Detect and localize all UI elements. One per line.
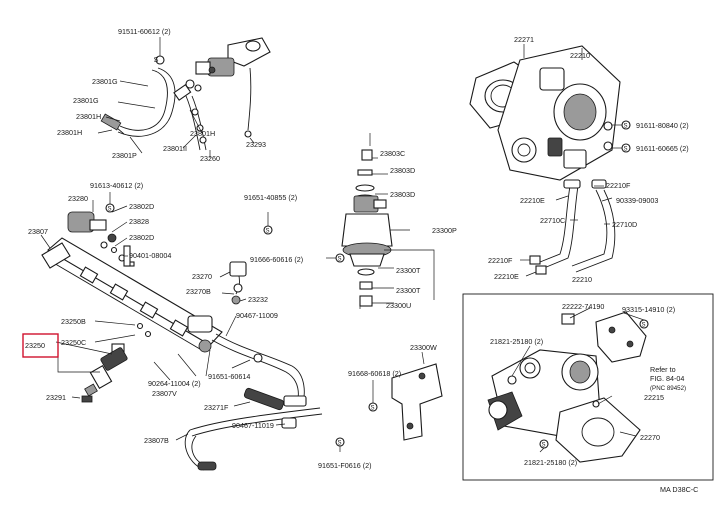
label-23293: 23293: [246, 140, 266, 149]
label-23803c: 23803C: [380, 149, 405, 158]
label-23232: 23232: [248, 295, 268, 304]
svg-text:S: S: [154, 55, 159, 64]
label-23803d-a: 23803D: [390, 166, 415, 175]
label-23300u: 23300U: [386, 301, 411, 310]
label-23250: 23250: [25, 341, 45, 350]
label-23807: 23807: [28, 227, 48, 236]
label-23801h-a: 23801H: [76, 112, 101, 121]
label-91611-60665: 91611-60665 (2): [636, 144, 689, 153]
label-22270: 22270: [640, 433, 660, 442]
label-23803d-b: 23803D: [390, 190, 415, 199]
s-marker: S: [371, 406, 375, 412]
label-23801h-c: 23801H: [190, 129, 215, 138]
label-23300p: 23300P: [432, 226, 457, 235]
s-marker: S: [624, 147, 628, 153]
regulator-bracket: [368, 351, 443, 441]
label-23828: 23828: [129, 217, 149, 226]
label-23260: 23260: [200, 154, 220, 163]
label-90401-08004: 90401-08004: [129, 251, 171, 260]
label-91613-40612: 91613-40612 (2): [90, 181, 143, 190]
label-23250b: 23250B: [61, 317, 86, 326]
label-23801ii: 23801II: [163, 144, 187, 153]
s-marker: S: [542, 443, 546, 449]
throttle-body-subassembly-box: [462, 293, 714, 481]
label-22210f-a: 22210F: [606, 181, 631, 190]
label-90467-11009: 90467-11009: [236, 311, 278, 320]
label-22215: 22215: [644, 393, 664, 402]
label-23300w: 23300W: [410, 343, 437, 352]
label-23801g: 23801G: [92, 77, 118, 86]
label-23300t-a: 23300T: [396, 266, 421, 275]
label-23270b: 23270B: [186, 287, 211, 296]
label-22210e-a: 22210E: [520, 196, 545, 205]
label-22210e-b: 22210E: [494, 272, 519, 281]
label-93315-14910: 93315-14910 (2): [622, 305, 675, 314]
label-23271f: 23271F: [204, 403, 229, 412]
s-marker: S: [624, 124, 628, 130]
label-23802d-b: 23802D: [129, 233, 154, 242]
s-markers: S S S S S S S S S: [108, 124, 646, 449]
label-22210-box: 22210: [572, 275, 592, 284]
label-22271: 22271: [514, 35, 534, 44]
label-23802d-a: 23802D: [129, 202, 154, 211]
label-91651-f0616: 91651-F0616 (2): [318, 461, 372, 470]
s-marker: S: [108, 207, 112, 213]
label-90467-11019: 90467-11019: [232, 421, 274, 430]
labels: 91511-60612 (2) 23801G 23801G 23801H 238…: [25, 27, 698, 494]
label-22222-74190: 22222-74190: [562, 302, 604, 311]
label-22210f-b: 22210F: [488, 256, 513, 265]
label-91651-40855: 91651-40855 (2): [244, 193, 297, 202]
s-marker: S: [338, 441, 342, 447]
label-91668-60618: 91668-60618 (2): [348, 369, 401, 378]
label-23280: 23280: [68, 194, 88, 203]
label-23270: 23270: [192, 272, 212, 281]
s-marker: S: [642, 323, 646, 329]
label-23300t-b: 23300T: [396, 286, 421, 295]
label-23801p: 23801P: [112, 151, 137, 160]
label-91611-80840: 91611-80840 (2): [636, 121, 689, 130]
label-90339-09003: 90339-09003: [616, 196, 658, 205]
label-23807b: 23807B: [144, 436, 169, 445]
label-91666-60616: 91666-60616 (2): [250, 255, 303, 264]
label-refer-line2: FIG. 84-04: [650, 374, 684, 383]
label-23250c: 23250C: [61, 338, 86, 347]
throttle-body-assembly: [469, 44, 631, 277]
s-marker: S: [266, 229, 270, 235]
s-marker: S: [338, 257, 342, 263]
label-22210: 22210: [570, 51, 590, 60]
highlight-box: [22, 333, 59, 358]
label-refer-line1: Refer to: [650, 365, 676, 374]
label-22710d: 22710D: [612, 220, 637, 229]
label-21821-25180-b: 21821-25180 (2): [524, 458, 577, 467]
fuel-rail-assembly: [40, 192, 345, 471]
label-22710c: 22710C: [540, 216, 565, 225]
label-23291: 23291: [46, 393, 66, 402]
label-90264-11004: 90264-11004 (2): [148, 379, 201, 388]
label-91651-60614: 91651-60614: [208, 372, 250, 381]
pressure-hose-assembly: S: [97, 37, 271, 158]
label-23807v: 23807V: [152, 389, 177, 398]
label-23801g-2: 23801G: [73, 96, 99, 105]
label-91511-60612: 91511-60612 (2): [118, 27, 171, 36]
label-21821-25180-a: 21821-25180 (2): [490, 337, 543, 346]
footer-code: MA D38C-C: [660, 485, 698, 494]
pressure-regulator-assembly: [326, 133, 435, 309]
label-23801h-b: 23801H: [57, 128, 82, 137]
label-refer-line3: (PNC 89452): [650, 385, 686, 392]
